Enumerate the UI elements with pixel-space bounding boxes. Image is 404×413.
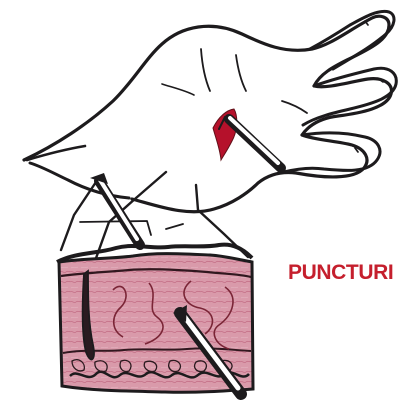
- hand-wrist-and-palm-outline: [24, 16, 391, 212]
- upper-nail: [90, 173, 140, 245]
- finger-tip-marks: [281, 21, 383, 172]
- thumb: [30, 163, 129, 198]
- middle-finger: [303, 68, 396, 125]
- nail-puncture-detail: [213, 109, 281, 168]
- palm-crease-1: [201, 49, 210, 91]
- palm-crease-3: [282, 101, 307, 113]
- hand-outline: [24, 11, 396, 211]
- diagram-caption: PUNCTURI: [288, 258, 398, 288]
- nail-shaft-highlight-upper: [230, 118, 278, 163]
- palm-crease-2: [236, 55, 246, 91]
- palm-crease-4: [162, 84, 194, 95]
